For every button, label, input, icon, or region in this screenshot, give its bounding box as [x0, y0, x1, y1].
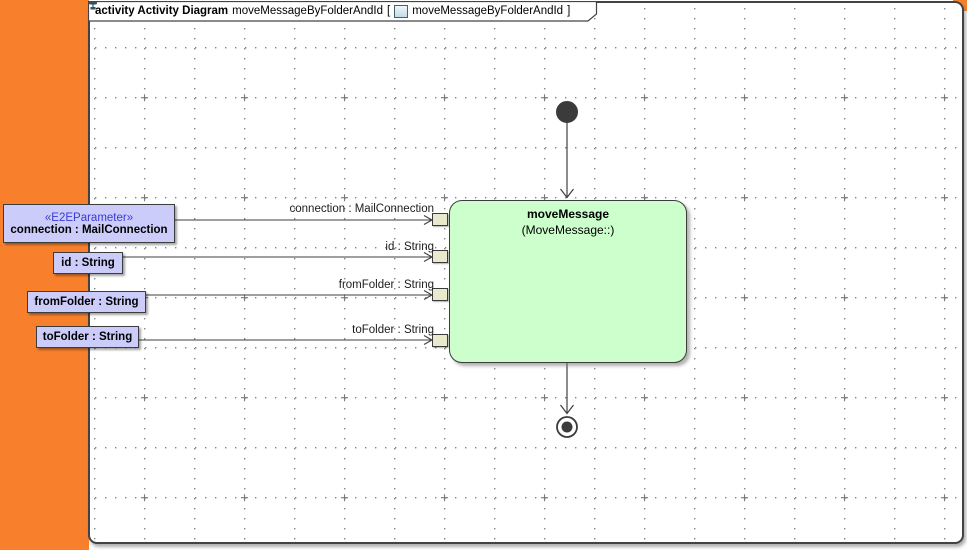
- action-node-movemessage[interactable]: moveMessage (MoveMessage::): [449, 200, 687, 363]
- frame-tab-shape: [88, 1, 598, 22]
- parameter-box-tofolder[interactable]: toFolder : String: [36, 326, 139, 348]
- activity-diagram-frame: [88, 1, 964, 544]
- control-flow-final[interactable]: [560, 363, 574, 415]
- edge-label-tofolder: toFolder : String: [352, 324, 434, 336]
- parameter-stereotype: «E2EParameter»: [44, 211, 134, 224]
- diagram-frame-tab[interactable]: activity Activity Diagram moveMessageByF…: [88, 1, 598, 22]
- diagram-context-name: moveMessageByFolderAndId: [412, 5, 564, 17]
- parameter-box-id[interactable]: id : String: [53, 252, 123, 274]
- input-pin-connection[interactable]: [432, 213, 448, 226]
- parameter-box-fromfolder[interactable]: fromFolder : String: [27, 291, 146, 313]
- control-flow-initial[interactable]: [560, 122, 574, 199]
- object-flow-id[interactable]: [123, 252, 434, 262]
- input-pin-id[interactable]: [432, 250, 448, 263]
- grid-pattern: [90, 3, 962, 542]
- orange-background-strip: [0, 0, 89, 550]
- diagram-keyword: activity Activity Diagram: [95, 5, 229, 17]
- edge-label-fromfolder: fromFolder : String: [338, 279, 434, 291]
- parameter-name: connection : MailConnection: [10, 223, 168, 236]
- edge-label-id: id : String: [385, 241, 434, 253]
- parameter-name: fromFolder : String: [34, 296, 139, 308]
- edge-layer: [123, 101, 578, 438]
- parameter-name: toFolder : String: [42, 331, 133, 343]
- activity-final-node[interactable]: [556, 416, 578, 438]
- frame-content: activity Activity Diagram moveMessageByF…: [3, 1, 964, 544]
- edge-label-connection: connection : MailConnection: [289, 203, 434, 215]
- action-name: moveMessage: [526, 207, 610, 221]
- initial-node[interactable]: [556, 101, 578, 123]
- input-pin-tofolder[interactable]: [432, 334, 448, 347]
- parameter-name: id : String: [61, 257, 115, 269]
- bracket-close: ]: [567, 5, 571, 17]
- bracket-open: [: [387, 5, 391, 17]
- object-flow-tofolder[interactable]: [138, 335, 434, 345]
- action-classifier: (MoveMessage::): [521, 223, 615, 237]
- object-flow-fromfolder[interactable]: [145, 290, 434, 300]
- diagram-title: activity Activity Diagram moveMessageByF…: [88, 1, 598, 21]
- parameter-box-connection[interactable]: «E2EParameter» connection : MailConnecti…: [3, 204, 175, 243]
- input-pin-fromfolder[interactable]: [432, 288, 448, 301]
- object-flow-connection[interactable]: [173, 215, 434, 225]
- activity-diagram-icon: [89, 1, 409, 18]
- diagram-name: moveMessageByFolderAndId: [232, 5, 384, 17]
